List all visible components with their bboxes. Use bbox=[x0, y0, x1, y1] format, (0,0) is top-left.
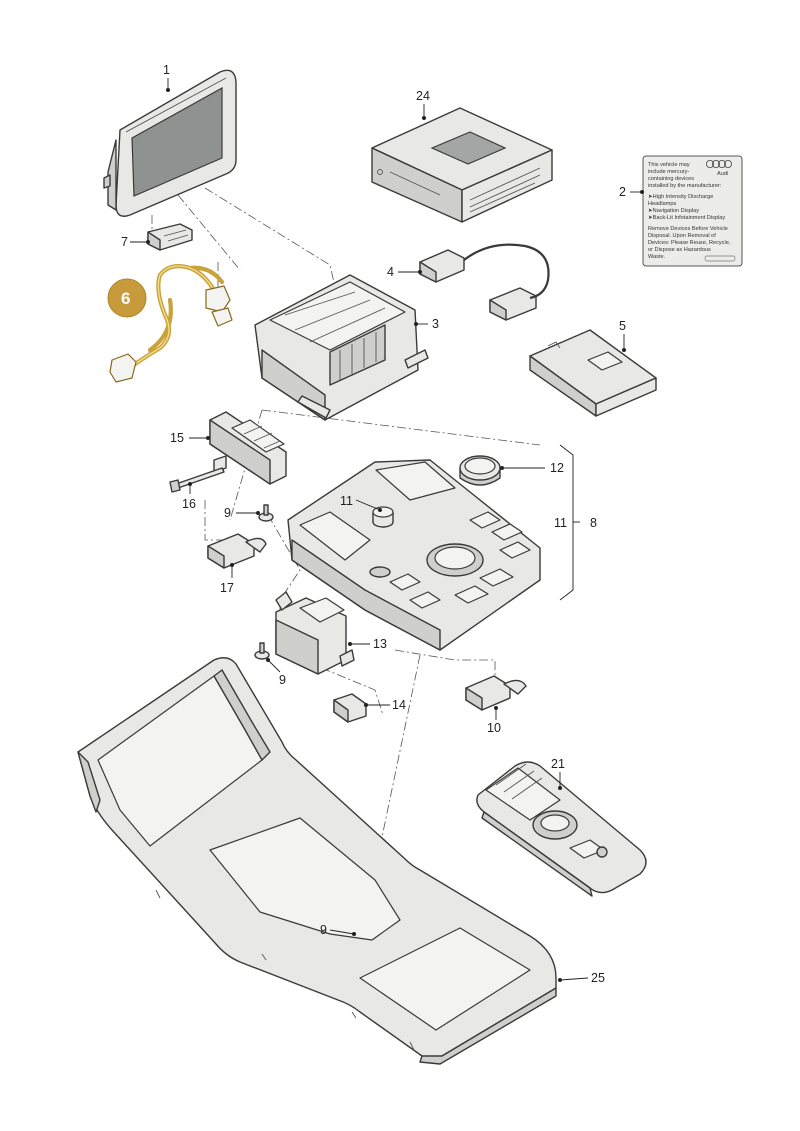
callout-11-b[interactable]: 11 bbox=[554, 516, 567, 530]
callout-9-c[interactable]: 9 bbox=[320, 923, 327, 937]
callout-3[interactable]: 3 bbox=[432, 317, 439, 331]
callout-24[interactable]: 24 bbox=[416, 89, 430, 103]
callout-7[interactable]: 7 bbox=[121, 235, 128, 249]
part-13-selector-module[interactable] bbox=[275, 591, 355, 675]
part-24-receiver[interactable] bbox=[371, 107, 553, 223]
callout-6-highlight[interactable]: 6 bbox=[107, 278, 147, 318]
part-25-trim-panel[interactable] bbox=[77, 657, 557, 1065]
callout-6[interactable]: 6 bbox=[121, 289, 130, 308]
callout-25[interactable]: 25 bbox=[591, 971, 605, 985]
callout-17[interactable]: 17 bbox=[220, 581, 234, 595]
callout-9-a[interactable]: 9 bbox=[224, 506, 231, 520]
callout-numbers: 1 24 2 3 4 5 7 15 16 9 17 11 12 11 8 13 … bbox=[121, 63, 626, 985]
label-brand: Audi bbox=[717, 171, 728, 177]
callout-12[interactable]: 12 bbox=[550, 461, 564, 475]
part-11-knob[interactable] bbox=[372, 506, 394, 528]
callout-1[interactable]: 1 bbox=[163, 63, 170, 77]
part-21-remote-control[interactable] bbox=[476, 761, 647, 897]
callout-10[interactable]: 10 bbox=[487, 721, 501, 735]
callout-8[interactable]: 8 bbox=[590, 516, 597, 530]
part-12-large-knob[interactable] bbox=[459, 455, 501, 486]
callout-21[interactable]: 21 bbox=[551, 757, 565, 771]
callout-14[interactable]: 14 bbox=[392, 698, 406, 712]
part-5-control-unit[interactable] bbox=[529, 329, 657, 417]
callout-16[interactable]: 16 bbox=[182, 497, 196, 511]
callout-13[interactable]: 13 bbox=[373, 637, 387, 651]
part-9-screw-b[interactable] bbox=[254, 642, 270, 660]
part-7-module[interactable] bbox=[147, 223, 193, 251]
part-4-cable-modules[interactable] bbox=[419, 243, 550, 321]
part-10-bracket[interactable] bbox=[465, 675, 527, 711]
part-2-warning-label[interactable]: Audi This vehicle may include mercury- c… bbox=[642, 155, 743, 267]
part-8-control-panel[interactable] bbox=[287, 459, 541, 651]
part-9-screw-a[interactable] bbox=[258, 504, 274, 522]
callout-leaders bbox=[130, 78, 644, 982]
callout-4[interactable]: 4 bbox=[387, 265, 394, 279]
part-3-housing[interactable] bbox=[254, 274, 429, 421]
part-16-screw[interactable] bbox=[169, 467, 225, 493]
callout-15[interactable]: 15 bbox=[170, 431, 184, 445]
callout-11-a[interactable]: 11 bbox=[340, 494, 353, 508]
part-14-bracket[interactable] bbox=[333, 693, 367, 723]
group-brace bbox=[559, 444, 580, 601]
callout-9-b[interactable]: 9 bbox=[279, 673, 286, 687]
audi-logo: Audi bbox=[706, 159, 733, 177]
part-1-display[interactable] bbox=[103, 69, 237, 217]
callout-5[interactable]: 5 bbox=[619, 319, 626, 333]
part-15-switch-module[interactable] bbox=[209, 411, 287, 485]
part-6-cable[interactable] bbox=[109, 264, 233, 383]
label-text: This vehicle may include mercury- contai… bbox=[648, 162, 732, 260]
part-17-bracket[interactable] bbox=[207, 533, 267, 569]
callout-2[interactable]: 2 bbox=[619, 185, 626, 199]
